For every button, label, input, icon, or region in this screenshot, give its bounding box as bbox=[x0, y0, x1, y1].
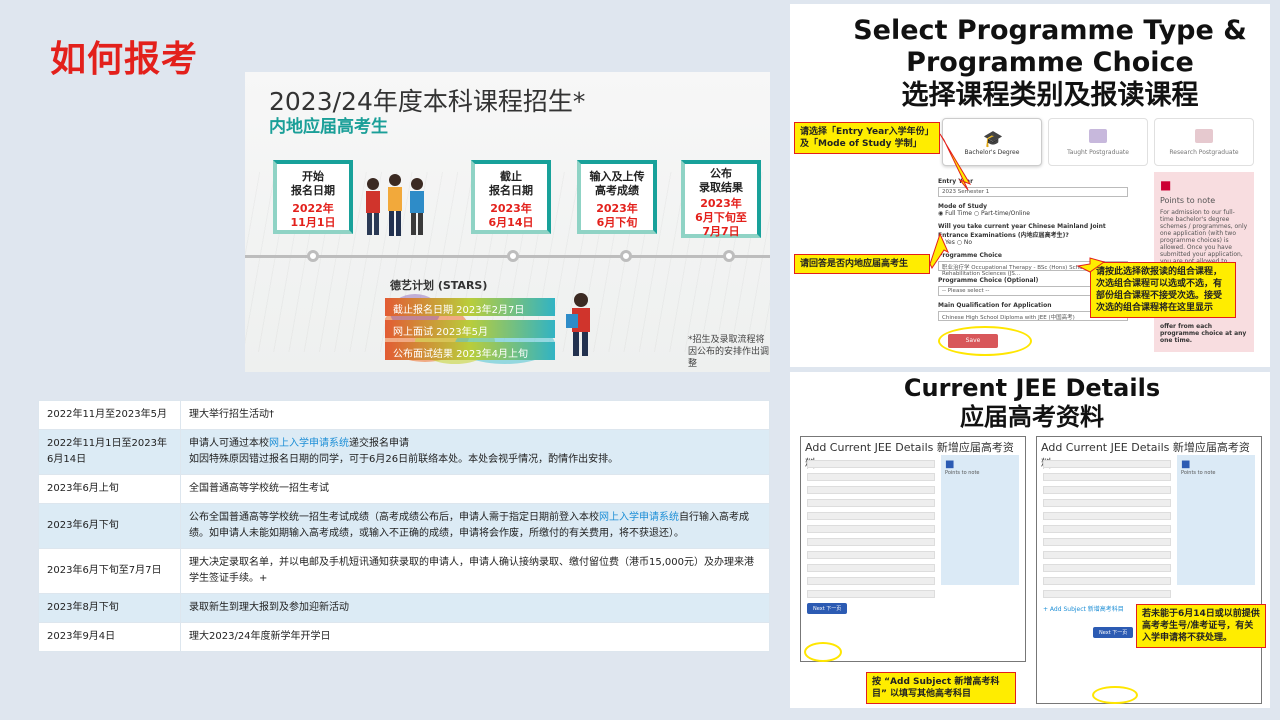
jee-points-title: Points to note bbox=[1181, 470, 1216, 476]
banner-subtitle: 内地应届高考生 bbox=[269, 117, 388, 137]
students-illustration bbox=[366, 174, 424, 236]
jee-form-left: Add Current JEE Details 新增应届高考资料 Next 下一… bbox=[800, 436, 1026, 662]
schedule-date: 2023年9月4日 bbox=[38, 622, 181, 652]
table-row: 2023年6月上旬 全国普通高等学校统一招生考试 bbox=[38, 474, 770, 504]
jee-form-fields: Next 下一页 bbox=[807, 455, 935, 655]
timeline-dot bbox=[723, 250, 735, 262]
schedule-date: 2023年8月下旬 bbox=[38, 593, 181, 623]
programme-choice-label: Programme Choice bbox=[938, 252, 1002, 259]
add-subject-link[interactable]: + Add Subject 新增高考科目 bbox=[1043, 606, 1124, 613]
mode-of-study-label: Mode of Study bbox=[938, 203, 988, 210]
info-icon: ■ bbox=[1181, 459, 1191, 470]
schedule-date: 2023年6月上旬 bbox=[38, 474, 181, 504]
info-icon: ■ bbox=[945, 459, 955, 470]
schedule-text: 公布全国普通高等学校统一招生考试成绩（高考成绩公布后，申请人需于指定日期前登入本… bbox=[180, 503, 770, 549]
programme-selection-panel: Select Programme Type & Programme Choice… bbox=[790, 4, 1270, 367]
next-button[interactable]: Next 下一页 bbox=[1093, 627, 1134, 638]
graduation-cap-icon: 🎓 bbox=[983, 129, 1003, 148]
table-row: 2022年11月至2023年5月 理大举行招生活动† bbox=[38, 400, 770, 430]
callout-programme-choice: 请按此选择欲报读的组合课程，次选组合课程可以选或不选，有部份组合课程不接受次选。… bbox=[1090, 262, 1236, 318]
banner-title: 2023/24年度本科课程招生* bbox=[269, 87, 586, 116]
schedule-text: 录取新生到理大报到及参加迎新活动 bbox=[180, 593, 770, 623]
jee-radios[interactable]: ◉ Yes ○ No bbox=[938, 239, 973, 246]
entry-year-label: Entry Year bbox=[938, 178, 974, 185]
stars-title: 德艺计划 (STARS) bbox=[390, 279, 488, 292]
panel1-title-line3: 选择课程类别及报读课程 bbox=[901, 80, 1199, 111]
tab-research-postgraduate[interactable]: Research Postgraduate bbox=[1154, 118, 1254, 166]
schedule-date: 2023年6月下旬 bbox=[38, 503, 181, 549]
jee-form-fields: + Add Subject 新增高考科目 Next 下一页 bbox=[1043, 455, 1171, 697]
info-icon: ■ bbox=[1160, 178, 1172, 192]
arrow-icon bbox=[929, 232, 950, 269]
panel2-title-line1: Current JEE Details bbox=[903, 374, 1161, 402]
schedule-date: 2023年6月下旬至7月7日 bbox=[38, 548, 181, 594]
banner-footnote: *招生及录取流程将因公布的安排作出调整 bbox=[688, 335, 770, 369]
timeline-dot bbox=[507, 250, 519, 262]
table-row: 2023年6月下旬 公布全国普通高等学校统一招生考试成绩（高考成绩公布后，申请人… bbox=[38, 503, 770, 549]
panel1-title-line2: Programme Choice bbox=[906, 47, 1194, 78]
online-application-link[interactable]: 网上入学申请系统 bbox=[599, 512, 679, 523]
schedule-text: 理大决定录取名单，并以电邮及手机短讯通知获录取的申请人，申请人确认接纳录取、缴付… bbox=[180, 548, 770, 594]
next-button[interactable]: Next 下一页 bbox=[807, 603, 848, 614]
research-icon bbox=[1195, 129, 1213, 143]
mode-of-study-radios[interactable]: ◉ Full Time ○ Part-time/Online bbox=[938, 210, 1030, 217]
online-application-link[interactable]: 网上入学申请系统 bbox=[269, 438, 349, 449]
tab-taught-postgraduate[interactable]: Taught Postgraduate bbox=[1048, 118, 1148, 166]
tab-bachelors-degree[interactable]: 🎓 Bachelor's Degree bbox=[942, 118, 1042, 166]
arrow-icon bbox=[939, 133, 972, 191]
schedule-text: 理大举行招生活动† bbox=[180, 400, 770, 430]
jee-details-panel: Current JEE Details 应届高考资料 Add Current J… bbox=[790, 372, 1270, 708]
save-highlight-oval bbox=[938, 326, 1032, 356]
callout-exam-number: 若未能于6月14日或以前提供高考考生号/准考证号，有关入学申请将不获处理。 bbox=[1136, 604, 1266, 648]
student-with-books-illustration bbox=[566, 293, 590, 356]
table-row: 2023年9月4日 理大2023/24年度新学年开学日 bbox=[38, 622, 770, 652]
schedule-text: 理大2023/24年度新学年开学日 bbox=[180, 622, 770, 652]
callout-entry-year: 请选择「Entry Year入学年份」及「Mode of Study 学制」 bbox=[794, 122, 940, 154]
timeline-dot bbox=[307, 250, 319, 262]
jee-points-title: Points to note bbox=[945, 470, 980, 476]
points-title: Points to note bbox=[1160, 196, 1216, 205]
presentation-icon bbox=[1089, 129, 1107, 143]
schedule-text: 申请人可通过本校网上入学申请系统递交报名申请 如因特殊原因错过报名日期的同学，可… bbox=[180, 429, 770, 475]
panel2-title-line2: 应届高考资料 bbox=[960, 403, 1104, 431]
qualification-label: Main Qualification for Application bbox=[938, 302, 1052, 309]
programme-form: Entry Year 2023 Semester 1 Mode of Study… bbox=[938, 172, 1128, 321]
jee-question-label: Will you take current year Chinese Mainl… bbox=[938, 223, 1106, 239]
jee-points-box: ■ Points to note bbox=[1177, 455, 1255, 585]
callout-jee: 请回答是否内地应届高考生 bbox=[794, 254, 930, 274]
programme-choice2-label: Programme Choice (Optional) bbox=[938, 277, 1039, 284]
page-title: 如何报考 bbox=[50, 39, 199, 80]
schedule-date: 2022年11月1日至2023年6月14日 bbox=[38, 429, 181, 475]
table-row: 2022年11月1日至2023年6月14日 申请人可通过本校网上入学申请系统递交… bbox=[38, 429, 770, 475]
panel1-title-line1: Select Programme Type & bbox=[853, 15, 1247, 46]
points-tail: offer from each programme choice at any … bbox=[1160, 323, 1247, 344]
next-highlight-oval bbox=[804, 642, 842, 662]
stars-row-deadline: 截止报名日期 2023年2月7日 bbox=[385, 298, 555, 316]
schedule-table: 2022年11月至2023年5月 理大举行招生活动† 2022年11月1日至20… bbox=[38, 400, 770, 652]
arrow-icon bbox=[1076, 257, 1106, 273]
table-row: 2023年8月下旬 录取新生到理大报到及参加迎新活动 bbox=[38, 593, 770, 623]
jee-form-right: Add Current JEE Details 新增应届高考资料 + Add S… bbox=[1036, 436, 1262, 704]
callout-add-subject: 按 “Add Subject 新增高考科目” 以填写其他高考科目 bbox=[866, 672, 1016, 704]
timeline-dot bbox=[620, 250, 632, 262]
table-row: 2023年6月下旬至7月7日 理大决定录取名单，并以电邮及手机短讯通知获录取的申… bbox=[38, 548, 770, 594]
stars-row-interview: 网上面试 2023年5月 bbox=[385, 320, 555, 338]
points-text: For admission to our full-time bachelor'… bbox=[1160, 209, 1248, 265]
schedule-date: 2022年11月至2023年5月 bbox=[38, 400, 181, 430]
jee-points-box: ■ Points to note bbox=[941, 455, 1019, 585]
stars-row-result: 公布面试结果 2023年4月上旬 bbox=[385, 342, 555, 360]
entry-year-select[interactable]: 2023 Semester 1 bbox=[938, 187, 1128, 197]
next-highlight-oval bbox=[1092, 686, 1138, 704]
schedule-text: 全国普通高等学校统一招生考试 bbox=[180, 474, 770, 504]
